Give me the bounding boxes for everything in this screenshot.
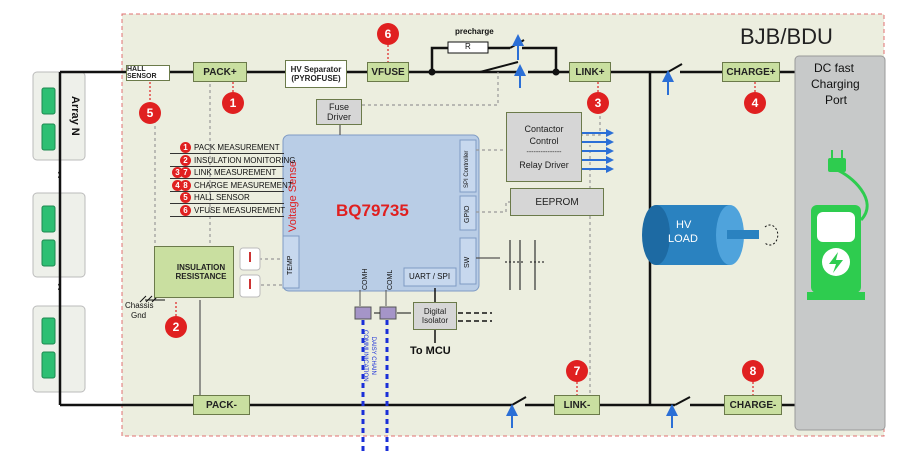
dc-fast-line1: DC fast — [814, 61, 855, 75]
bq-chip-body — [282, 134, 480, 292]
badge-7: 7 — [566, 360, 588, 382]
charger-icon — [807, 150, 869, 300]
hv-separator-box: HV Separator (PYROFUSE) — [285, 60, 347, 88]
digital-isolator-box: Digital Isolator — [413, 302, 457, 330]
sw-switch-block — [505, 240, 545, 290]
resistor-label: R — [465, 42, 471, 51]
dc-fast-line2: Charging — [811, 77, 860, 91]
daisy-chain-lines — [361, 320, 389, 455]
measurement-label: INSULATION MONITORING — [194, 155, 296, 165]
vfuse-box: VFUSE — [367, 62, 409, 82]
measurement-label: LINK MEASUREMENT — [194, 168, 277, 178]
relay-output-arrows — [582, 132, 608, 170]
measurement-underline — [170, 190, 284, 192]
badge-3: 3 — [587, 92, 609, 114]
badge-8: 8 — [742, 360, 764, 382]
comh-label: COMH — [362, 268, 369, 290]
dc-fast-line3: Port — [825, 93, 848, 107]
battery-cells — [41, 87, 56, 379]
measurement-underline — [170, 216, 284, 217]
fuse-driver-line2: Driver — [327, 112, 351, 122]
badge-4: 4 — [744, 92, 766, 114]
precharge-resistor — [447, 41, 489, 54]
measurement-badge: 6 — [180, 205, 191, 216]
measurement-badge: 3 — [172, 167, 183, 179]
fuse-driver-box: Fuse Driver — [316, 99, 362, 125]
contactor-control-box: Contactor Control --------------- Relay … — [506, 112, 582, 182]
coml-connector — [379, 306, 397, 320]
fuse-driver-line1: Fuse — [328, 102, 349, 112]
measurement-label: PACK MEASUREMENT — [194, 143, 280, 152]
daisy-line2: COMMUNICATION — [362, 330, 368, 382]
hv-load-line2: LOAD — [668, 233, 698, 245]
coml-label: COML — [387, 269, 394, 290]
insulation-resistance-box: INSULATION RESISTANCE — [154, 246, 234, 298]
contactor-line1: Contactor — [524, 124, 564, 134]
hv-load-line1: HV — [676, 219, 692, 231]
measurement-label: VFUSE MEASUREMENT — [194, 206, 286, 215]
measurement-badge: 5 — [180, 192, 191, 204]
measurement-underline — [170, 165, 284, 167]
blue-arrows — [506, 34, 678, 428]
eeprom-box: EEPROM — [510, 188, 604, 216]
daisy-line1: DAISY CHAIN — [370, 336, 376, 375]
spi-controller-label: SPI Controller — [464, 150, 470, 188]
contactor-dash: --------------- — [526, 149, 562, 156]
link-minus-box: LINK- — [554, 395, 600, 415]
chassis-gnd-line1: Chassis — [125, 301, 154, 310]
chassis-gnd-line2: Gnd — [131, 311, 147, 320]
badge-5: 5 — [139, 102, 161, 124]
array-dots: : — [57, 167, 61, 181]
measurement-underline — [170, 153, 284, 154]
isolator-line2: Isolator — [421, 316, 449, 325]
charge-minus-box: CHARGE- — [724, 395, 782, 415]
precharge-label: precharge — [455, 27, 494, 36]
hv-separator-line1: HV Separator — [290, 65, 342, 74]
hall-sensor-box: HALL SENSOR — [126, 65, 170, 81]
measurement-badge: 2 — [180, 154, 191, 166]
uart-label: UART / SPI — [409, 272, 451, 281]
daisy-chain-label: DAISY CHAIN COMMUNICATION — [361, 330, 377, 382]
insulation-line2: RESISTANCE — [175, 272, 227, 281]
measurement-badge: 7 — [180, 167, 191, 179]
charge-plus-box: CHARGE+ — [722, 62, 780, 82]
badge-2: 2 — [165, 316, 187, 338]
page-title: BJB/BDU — [740, 24, 833, 49]
contactor-line3: Relay Driver — [519, 160, 569, 170]
isolator-line1: Digital — [423, 307, 447, 316]
measurement-badge: 4 — [172, 179, 183, 191]
measurement-underline — [170, 203, 284, 205]
badge-6: 6 — [377, 23, 399, 45]
badge-1: 1 — [222, 92, 244, 114]
to-mcu-label: To MCU — [410, 345, 451, 357]
array-label: Array N — [69, 96, 81, 136]
chip-name: BQ79735 — [336, 201, 409, 220]
comh-connector — [354, 306, 372, 320]
temp-label: TEMP — [287, 255, 294, 275]
measurement-underline — [170, 178, 284, 180]
voltage-sense-label: Voltage Sense — [287, 161, 299, 232]
measurement-badge: 1 — [180, 142, 191, 153]
measurement-badge: 8 — [180, 179, 191, 191]
hv-separator-line2: (PYROFUSE) — [291, 74, 341, 83]
array-dots: : — [57, 279, 61, 293]
measurement-label: CHARGE MEASUREMENT — [194, 180, 293, 190]
insulation-line1: INSULATION — [176, 263, 226, 272]
pack-minus-box: PACK- — [193, 395, 250, 415]
hv-bus-top — [58, 46, 795, 407]
link-plus-box: LINK+ — [569, 62, 611, 82]
pack-plus-box: PACK+ — [193, 62, 247, 82]
contactor-line2: Control — [529, 136, 559, 146]
sw-label: SW — [464, 256, 471, 268]
hv-load-motor — [642, 205, 779, 265]
measurement-label: HALL SENSOR — [194, 193, 250, 203]
gpio-label: GPIO — [464, 205, 471, 223]
